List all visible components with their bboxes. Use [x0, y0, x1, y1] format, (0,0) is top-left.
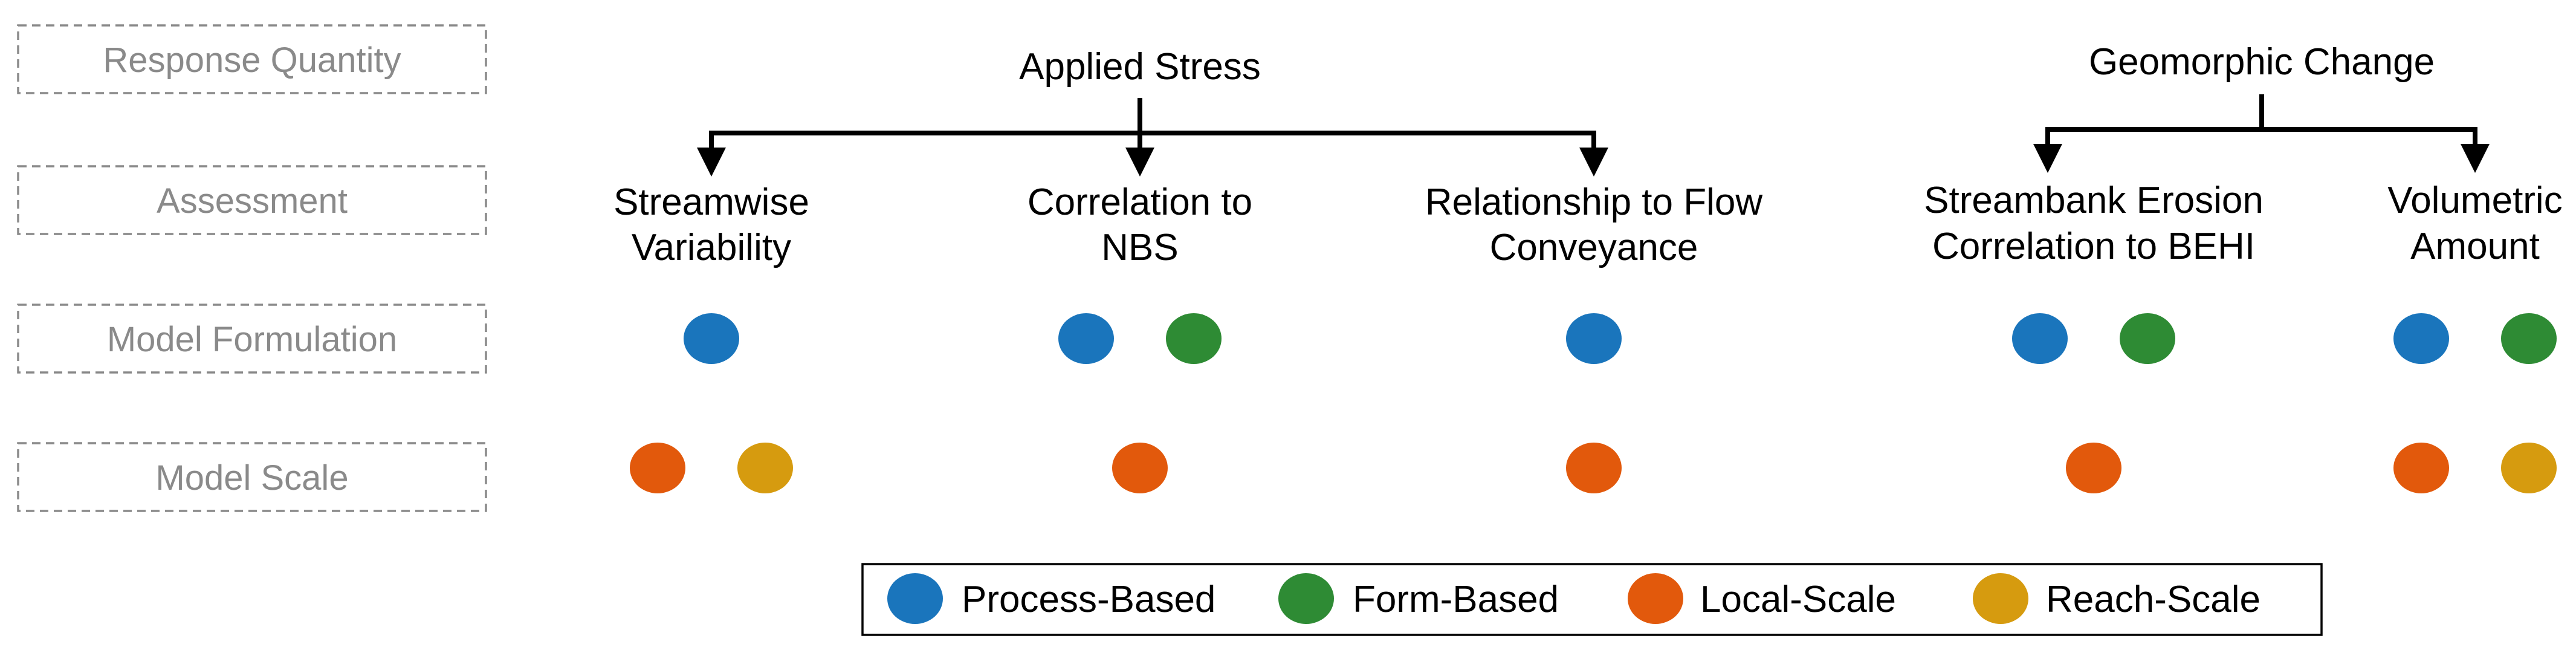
reach-dot	[737, 443, 793, 493]
group-label-geomorphic-change: Geomorphic Change	[2089, 41, 2435, 83]
reach-dot	[2501, 443, 2557, 493]
legend-label: Process-Based	[962, 579, 1215, 620]
process-dot	[2393, 313, 2449, 364]
local-dot	[630, 443, 685, 493]
local-dot	[1566, 443, 1622, 493]
legend: Process-Based Form-Based Local-Scale Rea…	[861, 563, 2323, 636]
assessment-label-line-2: NBS	[1101, 227, 1178, 268]
assessment-label-line-1: Streamwise	[613, 181, 809, 223]
assessment-streambank-erosion: Streambank Erosion Correlation to BEHI	[1924, 180, 2264, 267]
assessment-label-line-2: Amount	[2410, 226, 2540, 267]
legend-item-form-based: Form-Based	[1278, 573, 1559, 624]
legend-swatch-process	[887, 573, 943, 624]
row-label-box	[17, 442, 487, 512]
legend-box	[861, 563, 2323, 636]
legend-label: Reach-Scale	[2046, 579, 2260, 620]
assessment-label-line-2: Conveyance	[1490, 227, 1698, 268]
process-dot	[684, 313, 739, 364]
assessment-relationship-to-flow-conveyance: Relationship to Flow Conveyance	[1425, 181, 1762, 268]
row-label-text: Assessment	[157, 181, 348, 221]
local-dot	[2393, 443, 2449, 493]
process-dot	[1566, 313, 1622, 364]
row-label-box	[17, 165, 487, 235]
row-label-box	[17, 24, 487, 94]
tree-applied-stress	[697, 98, 1608, 177]
legend-swatch-local	[1628, 573, 1683, 624]
assessment-label-line-1: Correlation to	[1027, 181, 1252, 223]
legend-label: Form-Based	[1353, 579, 1559, 620]
legend-item-reach-scale: Reach-Scale	[1973, 573, 2260, 624]
form-dot	[1166, 313, 1222, 364]
local-dot	[2066, 443, 2121, 493]
classification-dots	[630, 313, 2557, 493]
legend-item-process-based: Process-Based	[887, 573, 1215, 624]
row-label-text: Model Formulation	[107, 320, 397, 359]
row-label-text: Model Scale	[155, 458, 348, 498]
assessment-volumetric-amount: Volumetric Amount	[2387, 180, 2562, 267]
form-dot	[2501, 313, 2557, 364]
assessment-label-line-1: Volumetric	[2387, 180, 2562, 221]
assessment-correlation-to-nbs: Correlation to NBS	[1027, 181, 1252, 268]
local-dot	[1112, 443, 1168, 493]
legend-swatch-reach	[1973, 573, 2028, 624]
tree-geomorphic-change	[2033, 94, 2490, 173]
legend-item-local-scale: Local-Scale	[1628, 573, 1896, 624]
process-dot	[1058, 313, 1114, 364]
row-label-model-scale: Model Scale	[17, 442, 487, 512]
legend-label: Local-Scale	[1700, 579, 1896, 620]
legend-swatch-form	[1278, 573, 1334, 624]
assessment-streamwise-variability: Streamwise Variability	[613, 181, 809, 268]
form-dot	[2120, 313, 2175, 364]
row-label-assessment: Assessment	[17, 165, 487, 235]
group-label-applied-stress: Applied Stress	[1019, 46, 1261, 88]
row-label-model-formulation: Model Formulation	[17, 304, 487, 374]
assessment-label-line-2: Variability	[632, 227, 791, 268]
assessment-label-line-1: Streambank Erosion	[1924, 180, 2264, 221]
row-label-response-quantity: Response Quantity	[17, 24, 487, 94]
assessment-label-line-1: Relationship to Flow	[1425, 181, 1762, 223]
row-label-text: Response Quantity	[103, 41, 401, 80]
row-label-box	[17, 304, 487, 374]
assessment-label-line-2: Correlation to BEHI	[1932, 226, 2255, 267]
process-dot	[2012, 313, 2068, 364]
